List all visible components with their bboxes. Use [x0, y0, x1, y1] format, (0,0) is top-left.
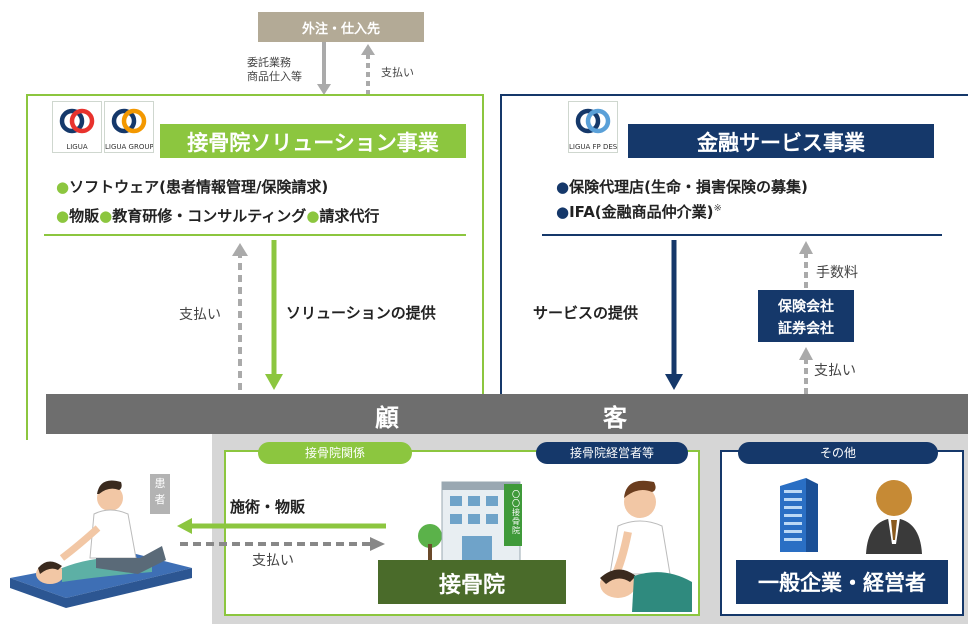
finance-title-bar — [628, 124, 934, 158]
finance-provide-arrow — [665, 240, 683, 390]
finance-pay-label: 支払い — [814, 363, 856, 379]
clinic-building-icon — [418, 481, 522, 563]
outsource-box — [258, 12, 424, 42]
ligua-group-logo-caption: LIGUA GROUP — [105, 143, 153, 151]
finance-item-insurance: ●保険代理店(生命・損害保険の募集) — [556, 178, 808, 196]
office-tower-icon — [780, 478, 818, 552]
outsource-label: 外注・仕入先 — [301, 22, 380, 37]
finance-title: 金融サービス事業 — [697, 131, 865, 155]
solution-item-software: ●ソフトウェア(患者情報管理/保険請求) — [56, 178, 329, 196]
solution-provide-label: ソリューションの提供 — [286, 304, 436, 322]
outsource-arrows — [317, 42, 375, 95]
clinic-sign: 〇〇接骨院 — [512, 490, 520, 535]
tag-clinic: 接骨院関係 — [258, 442, 412, 464]
fp-design-logo-icon — [575, 108, 611, 134]
customer-band — [46, 394, 968, 434]
solution-item-row2: ●物販●教育研修・コンサルティング●請求代行 — [56, 205, 379, 226]
ligua-group-logo-icon — [111, 108, 147, 134]
insurer-label-2: 証券会社 — [778, 321, 834, 337]
solution-item-billing: 請求代行 — [319, 207, 380, 225]
footnote-mark: ※ — [713, 203, 722, 214]
finance-divider — [542, 234, 942, 236]
fee-label: 手数料 — [816, 265, 858, 281]
outsource-down-label-2: 商品仕入等 — [247, 70, 302, 83]
company-name-box — [736, 560, 948, 604]
patient-tag — [150, 474, 170, 514]
bullet-icon: ● — [99, 207, 113, 225]
solution-flow-arrows — [232, 240, 283, 390]
company-name: 一般企業・経営者 — [758, 571, 926, 595]
clinic-name: 接骨院 — [438, 573, 505, 598]
insurer-box — [758, 290, 854, 342]
finance-provide-label: サービスの提供 — [533, 304, 639, 322]
solution-panel-tail — [26, 434, 28, 440]
businessman-icon — [866, 480, 922, 554]
solution-item-goods: 物販 — [69, 207, 100, 225]
finance-fee-arrows — [799, 241, 813, 394]
finance-item-ifa: ●IFA(金融商品仲介業)※ — [556, 203, 722, 221]
customer-char-2: 客 — [603, 404, 627, 432]
treatment-arrows — [177, 518, 386, 551]
tag-owner: 接骨院経営者等 — [536, 442, 688, 464]
owner-illustration — [600, 480, 692, 612]
ligua-logo: LIGUA — [52, 101, 102, 153]
ligua-logo-caption: LIGUA — [66, 143, 88, 151]
bullet-icon: ● — [556, 203, 570, 221]
outsource-down-label-1: 委託業務 — [247, 56, 291, 69]
solution-pay-label: 支払い — [179, 307, 221, 323]
ligua-logo-icon — [59, 108, 95, 134]
tag-other: その他 — [738, 442, 938, 464]
outsource-pay-label: 支払い — [381, 66, 414, 79]
fp-design-logo-caption: LIGUA FP DESIGN — [569, 143, 617, 151]
patient-pay-label: 支払い — [252, 553, 294, 569]
bullet-icon: ● — [556, 178, 570, 196]
bullet-icon: ● — [56, 207, 70, 225]
patient-illustration — [10, 480, 192, 608]
solution-divider — [44, 234, 466, 236]
bullet-icon: ● — [306, 207, 320, 225]
solution-title: 接骨院ソリューション事業 — [187, 131, 439, 155]
clinic-name-box — [378, 560, 566, 604]
treatment-label: 施術・物販 — [230, 498, 306, 516]
solution-title-bar — [160, 124, 466, 158]
insurer-label-1: 保険会社 — [778, 299, 834, 315]
solution-panel — [26, 94, 484, 440]
finance-panel — [500, 94, 968, 440]
bullet-icon: ● — [56, 178, 70, 196]
customer-char-1: 顧 — [375, 404, 399, 432]
solution-item-training: 教育研修・コンサルティング — [112, 207, 307, 225]
ligua-group-logo: LIGUA GROUP — [104, 101, 154, 153]
fp-design-logo: LIGUA FP DESIGN — [568, 101, 618, 153]
patient-tag-label: 患者 — [154, 477, 166, 506]
